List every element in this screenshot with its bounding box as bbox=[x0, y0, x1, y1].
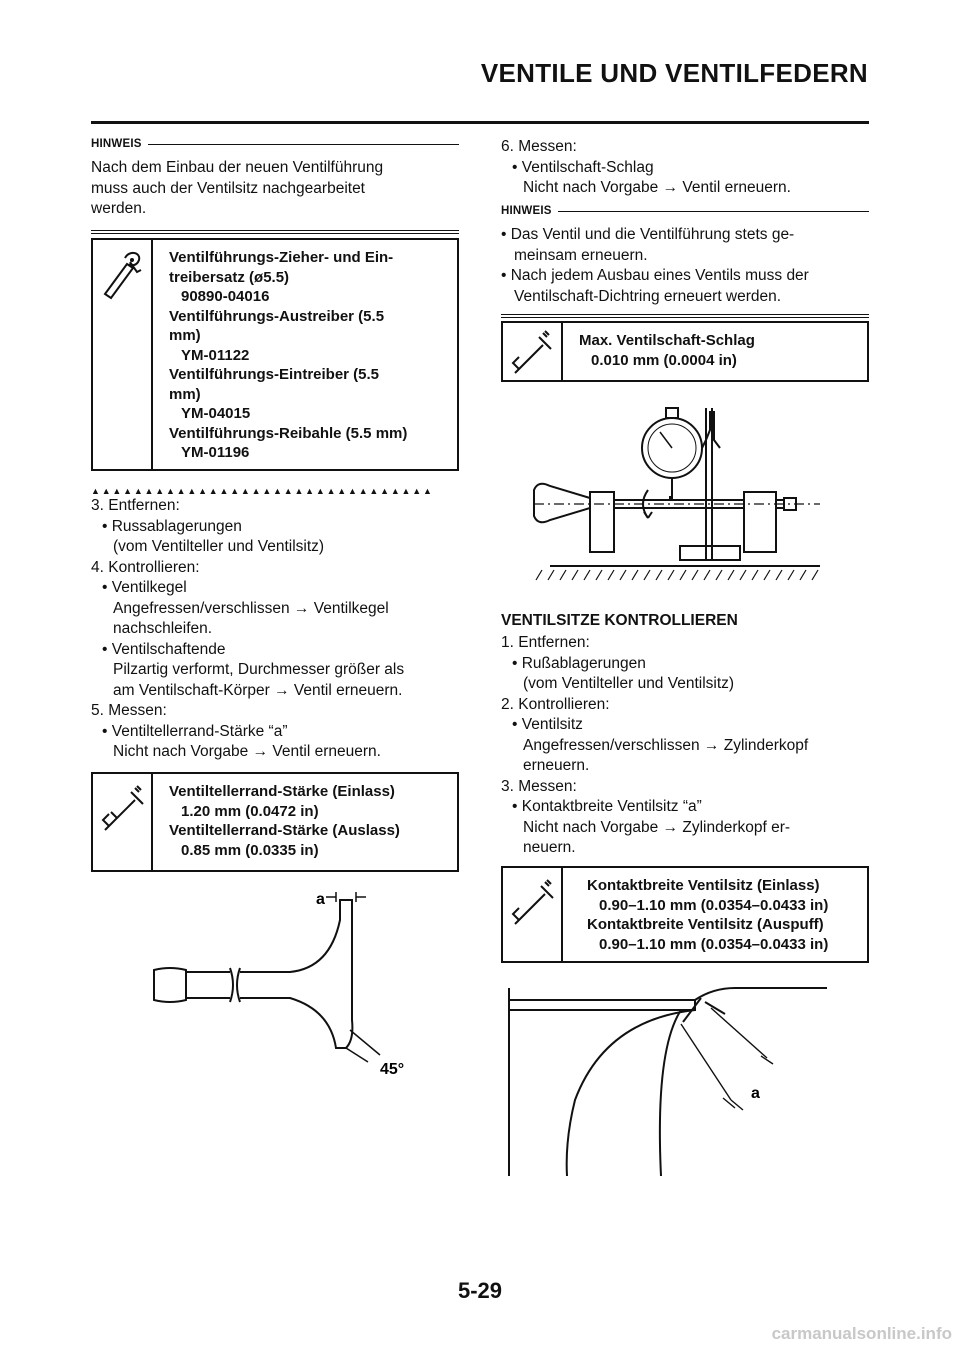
bullet-item: • Russablagerungen bbox=[102, 517, 242, 535]
step-detail: erneuern. bbox=[523, 757, 590, 774]
tool-spec-label: Ventilführungs-Eintreiber (5.5 bbox=[169, 366, 380, 383]
note-end-rule bbox=[501, 314, 869, 318]
step-detail: neuern. bbox=[523, 839, 576, 856]
header-rule bbox=[91, 121, 869, 124]
step-detail: Pilzartig verformt, Durchmesser größer a… bbox=[113, 661, 405, 678]
stem-runout-spec-text: Max. Ventilschaft-Schlag 0.010 mm (0.0004… bbox=[579, 331, 867, 370]
tool-icon-cell bbox=[93, 240, 153, 469]
step-detail: Angefressen/verschlissen → Ventilkegel bbox=[113, 599, 389, 617]
step-detail: am Ventilschaft-Körper → Ventil erneuern… bbox=[113, 681, 403, 699]
note-hinweis-1: HINWEIS Nach dem Einbau der neuen Ventil… bbox=[91, 138, 459, 220]
tool-spec-label: mm) bbox=[169, 327, 201, 344]
label-45-degrees: 45° bbox=[380, 1061, 404, 1078]
bullet-item: • Ventilschaft-Schlag bbox=[512, 158, 654, 176]
page-title: VENTILE UND VENTILFEDERN bbox=[480, 58, 868, 88]
valve-margin-spec-label: Ventiltellerrand-Stärke (Einlass) bbox=[169, 783, 395, 800]
page-number: 5-29 bbox=[457, 1278, 503, 1303]
seat-width-spec-label: Kontaktbreite Ventilsitz (Auspuff) bbox=[587, 916, 824, 933]
caliper-icon bbox=[511, 330, 552, 374]
valve-margin-spec-value: 0.85 mm (0.0335 in) bbox=[181, 841, 319, 859]
tool-spec-label: mm) bbox=[169, 385, 201, 403]
valve-margin-spec-label: Ventiltellerrand-Stärke (Auslass) bbox=[169, 822, 400, 839]
note-bullet: • Nach jedem Ausbau eines Ventils muss d… bbox=[501, 267, 809, 284]
left-steps: 3. Entfernen: • Russablagerungen (vom Vent… bbox=[91, 496, 471, 763]
valve-margin-figure: a 45° bbox=[153, 891, 404, 1078]
note-text: muss auch der Ventilsitz nachgearbeitet bbox=[91, 179, 365, 197]
step-item: 1. Entfernen: bbox=[501, 634, 590, 651]
caliper-icon bbox=[101, 785, 144, 831]
stem-runout-spec-label: Max. Ventilschaft-Schlag bbox=[579, 332, 755, 349]
tool-spec-label: Ventilführungs-Reibahle (5.5 mm) bbox=[169, 424, 408, 442]
valve-seat-figure: a bbox=[508, 987, 827, 1177]
label-a: a bbox=[316, 891, 325, 908]
separator-triangles: ▲▲▲▲▲▲▲▲▲▲▲▲▲▲▲▲▲▲▲▲▲▲▲▲▲▲▲▲▲▲▲▲ bbox=[91, 486, 434, 496]
note-bullet-cont: meinsam erneuern. bbox=[514, 246, 648, 264]
stem-runout-spec-box: Max. Ventilschaft-Schlag 0.010 mm (0.0004… bbox=[501, 321, 869, 382]
note-heading: HINWEIS bbox=[91, 138, 459, 150]
note-text: Nach dem Einbau der neuen Ventilführung bbox=[91, 159, 384, 176]
step-detail: (vom Ventilteller und Ventilsitz) bbox=[523, 675, 735, 692]
tool-spec-value: YM-04015 bbox=[181, 405, 251, 422]
seat-width-spec-value: 0.90–1.10 mm (0.0354–0.0433 in) bbox=[599, 896, 829, 914]
label-a: a bbox=[751, 1085, 760, 1102]
bullet-item: • Rußablagerungen bbox=[512, 654, 646, 672]
step-detail: Nicht nach Vorgabe → Zylinderkopf er- bbox=[523, 818, 791, 836]
note-hinweis-2: HINWEIS • Das Ventil und die Ventilführu… bbox=[501, 205, 869, 307]
tool-spec-label: Ventilführungs-Zieher- und Ein- bbox=[169, 249, 394, 266]
bullet-item: • Ventilsitz bbox=[512, 716, 583, 733]
watermark: carmanualsonline.info bbox=[771, 1324, 952, 1343]
tool-spec-value: YM-01196 bbox=[181, 444, 250, 461]
tool-spec-label: Ventilführungs-Austreiber (5.5 bbox=[169, 307, 385, 325]
valve-margin-spec-text: Ventiltellerrand-Stärke (Einlass) 1.20 mm… bbox=[169, 782, 457, 860]
note-end-rule bbox=[91, 230, 459, 234]
seat-width-spec-text: Kontaktbreite Ventilsitz (Einlass) 0.90–1… bbox=[587, 876, 867, 954]
note-bullet: • Das Ventil und die Ventilführung stets… bbox=[501, 226, 795, 243]
step-detail: Nicht nach Vorgabe → Ventil erneuern. bbox=[113, 743, 381, 760]
tool-spec-box: Ventilführungs-Zieher- und Ein-treibersa… bbox=[91, 238, 459, 471]
seat-width-spec-label: Kontaktbreite Ventilsitz (Einlass) bbox=[587, 877, 820, 894]
seat-width-spec-value: 0.90–1.10 mm (0.0354–0.0433 in) bbox=[599, 935, 829, 953]
stem-runout-spec-value: 0.010 mm (0.0004 in) bbox=[591, 351, 737, 369]
step-detail: (vom Ventilteller und Ventilsitz) bbox=[113, 538, 325, 555]
bullet-item: • Ventiltellerrand-Stärke “a” bbox=[102, 722, 288, 740]
seat-width-spec-box: Kontaktbreite Ventilsitz (Einlass) 0.90–1… bbox=[501, 866, 869, 963]
caliper-icon bbox=[511, 879, 554, 925]
tool-spec-text: Ventilführungs-Zieher- und Ein-treibersa… bbox=[169, 248, 457, 463]
note-text: werden. bbox=[91, 200, 147, 217]
section-heading: VENTILSITZE KONTROLLIEREN bbox=[501, 612, 738, 629]
bullet-item: • Ventilkegel bbox=[102, 579, 187, 596]
runout-dial-gauge-figure bbox=[533, 407, 820, 581]
note-bullet-cont: Ventilschaft-Dichtring erneuert werden. bbox=[514, 287, 782, 305]
step-detail: Angefressen/verschlissen → Zylinderkopf bbox=[523, 736, 809, 754]
tool-spec-value: YM-01122 bbox=[181, 346, 250, 364]
caliper-icon-cell bbox=[93, 774, 153, 870]
step-item: 6. Messen: bbox=[501, 138, 577, 155]
note-heading: HINWEIS bbox=[501, 205, 869, 217]
caliper-icon-cell bbox=[503, 868, 563, 961]
step-detail: nachschleifen. bbox=[113, 620, 213, 637]
tool-spec-label: treibersatz (ø5.5) bbox=[169, 268, 290, 286]
bullet-item: • Ventilschaftende bbox=[102, 640, 226, 658]
right-steps: 1. Entfernen: • Rußablagerungen (vom Venti… bbox=[501, 633, 881, 859]
tool-spec-value: 90890-04016 bbox=[181, 288, 270, 305]
step-item: 4. Kontrollieren: bbox=[91, 558, 200, 576]
tool-icon bbox=[103, 252, 142, 300]
step-detail: Nicht nach Vorgabe → Ventil erneuern. bbox=[523, 179, 791, 196]
bullet-item: • Kontaktbreite Ventilsitz “a” bbox=[512, 798, 702, 815]
step-item: 3. Entfernen: bbox=[91, 497, 180, 514]
valve-margin-spec-box: Ventiltellerrand-Stärke (Einlass) 1.20 mm… bbox=[91, 772, 459, 872]
step-item: 5. Messen: bbox=[91, 702, 167, 719]
step-item: 2. Kontrollieren: bbox=[501, 695, 610, 713]
caliper-icon-cell bbox=[503, 323, 563, 380]
valve-margin-spec-value: 1.20 mm (0.0472 in) bbox=[181, 802, 319, 820]
step-item: 3. Messen: bbox=[501, 777, 577, 795]
